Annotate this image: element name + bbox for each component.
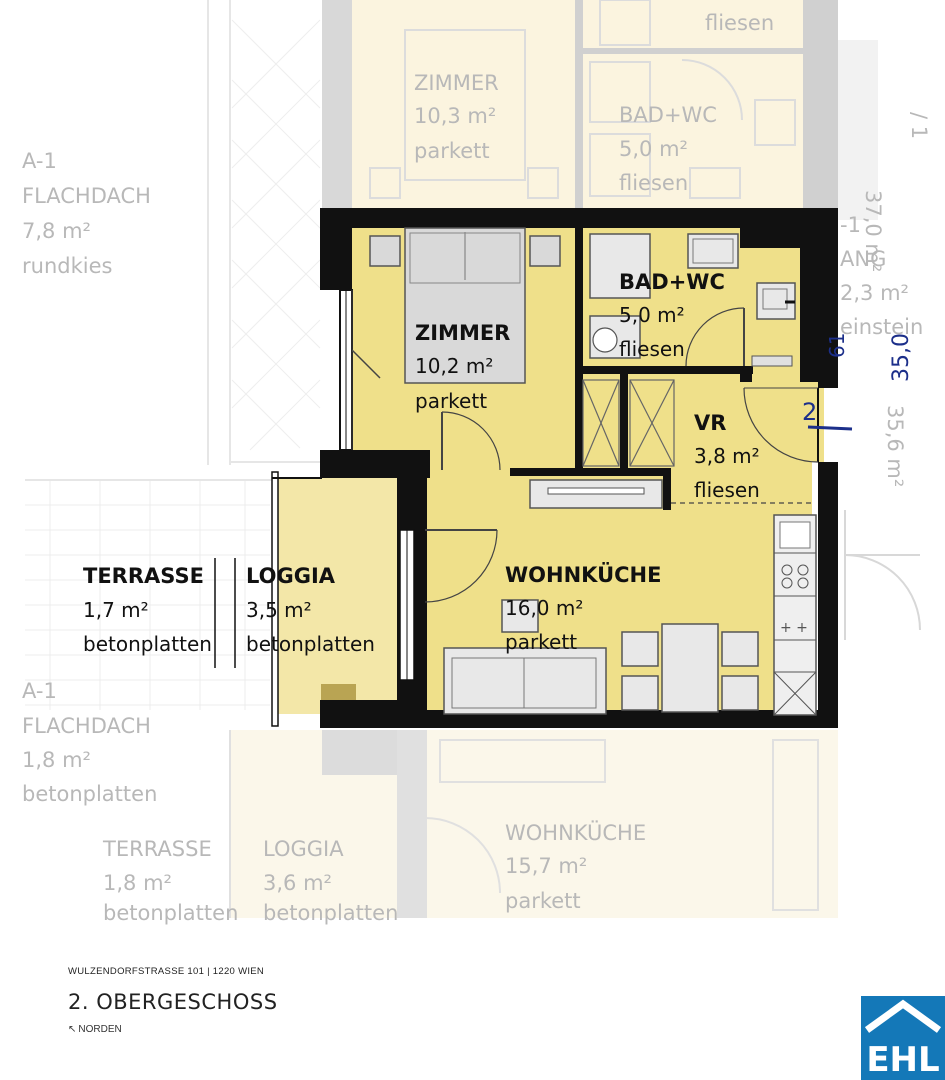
- ghost-top-zimmer-area: 10,3 m²: [414, 104, 496, 128]
- ghost-background: [25, 0, 921, 918]
- loggia-area: 3,5 m²: [246, 598, 312, 622]
- ghost-top-bad-name: BAD+WC: [619, 103, 717, 127]
- logo-text: EHL: [866, 1040, 939, 1080]
- ghost-flachdach-bottom-name: FLACHDACH: [22, 714, 151, 738]
- zimmer-floor: parkett: [415, 389, 487, 413]
- zimmer-area: 10,2 m²: [415, 354, 493, 378]
- ghost-bottom-terrasse-name: TERRASSE: [102, 837, 212, 861]
- ghost-right-area-bottom: 35,6 m²: [883, 405, 907, 487]
- terrasse-name: TERRASSE: [83, 564, 204, 588]
- svg-text:+ +: + +: [780, 620, 808, 636]
- loggia-floor: [278, 478, 400, 714]
- north-arrow-icon: ↖: [68, 1024, 77, 1035]
- floor-title: 2. OBERGESCHOSS: [68, 990, 278, 1014]
- ghost-flachdach-top-name: FLACHDACH: [22, 184, 151, 208]
- ghost-top-zimmer-name: ZIMMER: [414, 71, 499, 95]
- bad-floor: fliesen: [619, 337, 685, 361]
- vr-area: 3,8 m²: [694, 444, 760, 468]
- logo-background: [861, 996, 945, 1080]
- vr-name: VR: [694, 411, 726, 435]
- loggia-name: LOGGIA: [246, 564, 336, 588]
- entry-line: [807, 425, 853, 431]
- ghost-flachdach-top-floor: rundkies: [22, 254, 112, 278]
- logo-roof-icon: [864, 999, 942, 1033]
- terrasse-area: 1,7 m²: [83, 598, 149, 622]
- loggia-floor: betonplatten: [246, 632, 375, 656]
- room-labels: ZIMMER 10,2 m² parkett BAD+WC 5,0 m² fli…: [83, 270, 760, 656]
- ghost-bottom-terrasse-area: 1,8 m²: [103, 871, 172, 895]
- ghost-right-gang-id: -1: [840, 213, 861, 237]
- ghost-right-gang-area: 2,3 m²: [840, 281, 909, 305]
- ghost-labels: ZIMMER 10,3 m² parkett BAD+WC 5,0 m² fli…: [22, 11, 931, 925]
- ghost-top-bad-floor: fliesen: [619, 171, 688, 195]
- terrasse-floor: betonplatten: [83, 632, 212, 656]
- ghost-right-gang-name: ANG: [840, 247, 886, 271]
- north-label: NORDEN: [78, 1024, 122, 1035]
- area-marker: 35,0: [889, 333, 914, 382]
- north-indicator: ↖NORDEN: [68, 1024, 122, 1035]
- ghost-top-fliesen: fliesen: [705, 11, 774, 35]
- ghost-bottom-terrasse-floor: betonplatten: [103, 901, 238, 925]
- wohnkueche-area: 16,0 m²: [505, 596, 583, 620]
- ghost-top-zimmer-floor: parkett: [414, 139, 490, 163]
- ehl-logo: EHL: [861, 996, 945, 1080]
- ghost-flachdach-bottom-id: A-1: [22, 679, 57, 703]
- address: WULZENDORFSTRASSE 101 | 1220 WIEN: [68, 966, 265, 977]
- unit-plan: + +: [214, 208, 838, 728]
- ghost-bottom-loggia-floor: betonplatten: [263, 901, 398, 925]
- ghost-right-gang-floor: einstein: [840, 315, 923, 339]
- wohnkueche-floor: parkett: [505, 630, 577, 654]
- bad-area: 5,0 m²: [619, 303, 685, 327]
- ghost-right-tick: / 1: [907, 112, 931, 139]
- ghost-bottom-loggia-name: LOGGIA: [263, 837, 344, 861]
- zimmer-name: ZIMMER: [415, 321, 510, 345]
- ghost-top-bad-area: 5,0 m²: [619, 137, 688, 161]
- stair-number: 61: [825, 333, 849, 358]
- ghost-bottom-wohnkueche-name: WOHNKÜCHE: [505, 820, 646, 845]
- ghost-flachdach-top-area: 7,8 m²: [22, 219, 91, 243]
- wohnkueche-name: WOHNKÜCHE: [505, 562, 661, 587]
- entry-markers: 2 61 35,0: [802, 333, 914, 431]
- unit-number-marker: 2: [802, 398, 817, 426]
- vr-floor: fliesen: [694, 478, 760, 502]
- ghost-flachdach-bottom-area: 1,8 m²: [22, 748, 91, 772]
- ghost-bottom-wohnkueche-floor: parkett: [505, 889, 581, 913]
- ghost-bottom-loggia-area: 3,6 m²: [263, 871, 332, 895]
- ghost-flachdach-top-id: A-1: [22, 149, 57, 173]
- ghost-flachdach-bottom-floor: betonplatten: [22, 782, 157, 806]
- ghost-right-area-top: 37,0 m²: [861, 190, 885, 272]
- bad-name: BAD+WC: [619, 270, 725, 294]
- ghost-bottom-wohnkueche-area: 15,7 m²: [505, 854, 587, 878]
